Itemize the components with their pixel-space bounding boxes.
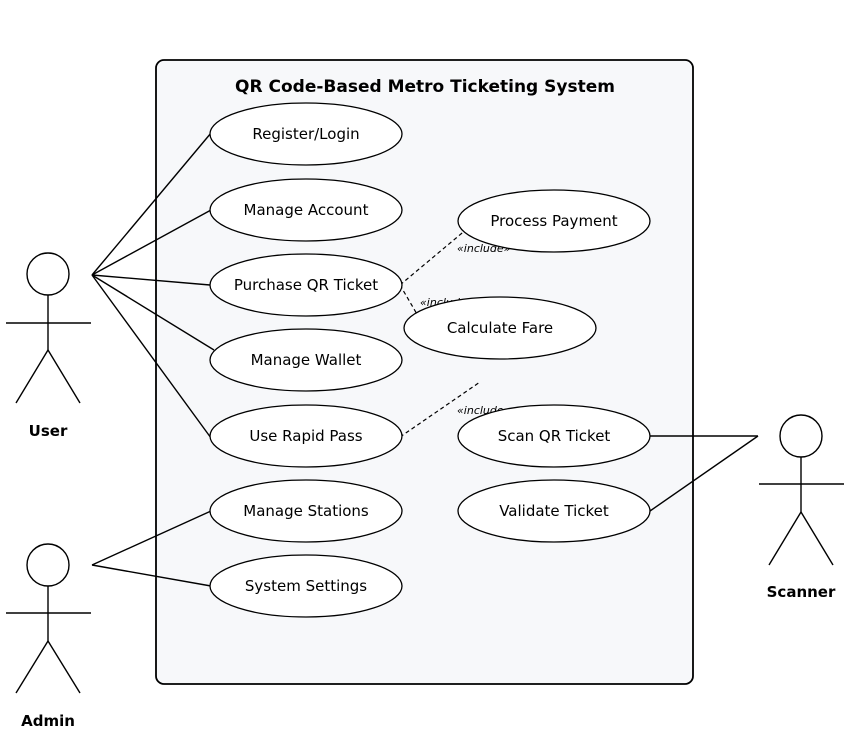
assoc-user-account — [91, 209, 212, 276]
use-case-label: Purchase QR Ticket — [234, 276, 378, 294]
scanner-associations — [649, 435, 759, 512]
use-case-register-login[interactable]: Register/Login — [209, 102, 403, 166]
use-case-label: Use Rapid Pass — [249, 427, 362, 445]
use-case-manage-account[interactable]: Manage Account — [209, 178, 403, 242]
actor-label: User — [29, 422, 68, 440]
assoc-admin-settings — [91, 564, 212, 587]
use-case-label: Calculate Fare — [447, 319, 553, 337]
use-case-label: System Settings — [245, 577, 367, 595]
use-case-system-settings[interactable]: System Settings — [209, 554, 403, 618]
assoc-admin-stations — [91, 510, 212, 566]
assoc-scanner-validate — [649, 435, 759, 512]
actor-scanner[interactable]: Scanner — [759, 414, 844, 601]
system-title: QR Code-Based Metro Ticketing System — [235, 77, 615, 97]
assoc-user-wallet — [91, 274, 215, 351]
use-case-use-rapid-pass[interactable]: Use Rapid Pass — [209, 404, 403, 468]
use-case-manage-wallet[interactable]: Manage Wallet — [209, 328, 403, 392]
use-case-purchase-qr-ticket[interactable]: Purchase QR Ticket — [209, 253, 403, 317]
actor-label: Scanner — [767, 583, 836, 601]
use-case-label: Register/Login — [252, 125, 359, 143]
use-case-label: Scan QR Ticket — [498, 427, 611, 445]
use-case-label: Manage Account — [244, 201, 369, 219]
use-case-scan-qr-ticket[interactable]: Scan QR Ticket — [457, 404, 651, 468]
use-case-label: Validate Ticket — [499, 502, 609, 520]
include-line-scan — [399, 381, 481, 438]
assoc-user-rapidpass — [91, 274, 212, 439]
assoc-user-register — [91, 132, 212, 276]
use-case-calculate-fare[interactable]: Calculate Fare — [403, 296, 597, 360]
include-line-fare — [399, 284, 429, 334]
actor-user[interactable]: User — [6, 252, 91, 440]
use-case-process-payment[interactable]: Process Payment — [457, 189, 651, 253]
stick-figure-icon — [6, 543, 91, 694]
use-case-label: Process Payment — [490, 212, 617, 230]
user-associations — [91, 132, 215, 439]
stick-figure-icon — [6, 252, 91, 404]
use-case-manage-stations[interactable]: Manage Stations — [209, 479, 403, 543]
stick-figure-icon — [759, 414, 844, 566]
actor-label: Admin — [21, 712, 75, 730]
admin-associations — [91, 510, 212, 587]
use-case-validate-ticket[interactable]: Validate Ticket — [457, 479, 651, 543]
use-case-label: Manage Stations — [243, 502, 369, 520]
use-case-label: Manage Wallet — [251, 351, 362, 369]
assoc-user-purchase — [91, 274, 211, 286]
actor-admin[interactable]: Admin — [6, 543, 91, 730]
